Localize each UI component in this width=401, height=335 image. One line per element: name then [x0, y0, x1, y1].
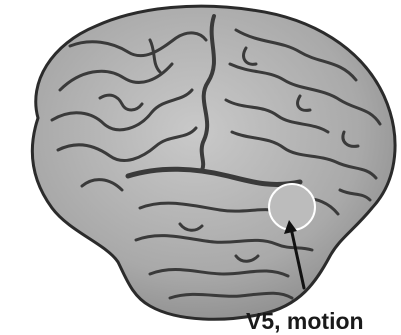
v5-region-highlight [269, 184, 315, 230]
region-label: V5, motion [246, 308, 364, 334]
